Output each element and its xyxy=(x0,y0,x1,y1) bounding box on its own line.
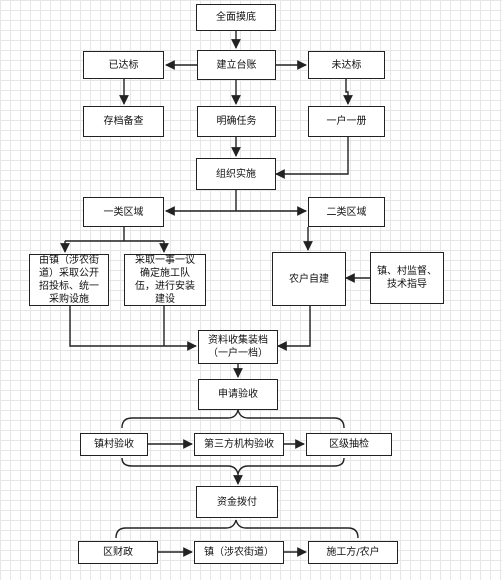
node-archive-collection-label: 资料收集装档 （一户一档） xyxy=(208,335,268,359)
node-zone2[interactable]: 二类区域 xyxy=(308,197,385,227)
node-district-finance[interactable]: 区财政 xyxy=(78,541,158,564)
node-fund-allocation[interactable]: 资金拨付 xyxy=(196,486,278,518)
node-third-party-acceptance[interactable]: 第三方机构验收 xyxy=(194,433,284,456)
node-clarify-task[interactable]: 明确任务 xyxy=(197,106,276,137)
node-survey-label: 全面摸底 xyxy=(216,12,256,23)
node-supervision[interactable]: 镇、村监督、 技术指导 xyxy=(370,252,444,304)
node-one-matter-one-discussion-label: 采取一事一议 确定施工队 伍，进行安装 建设 xyxy=(135,255,195,305)
node-self-build[interactable]: 农户自建 xyxy=(272,252,346,306)
node-one-household-one-book[interactable]: 一户一册 xyxy=(308,106,385,137)
node-fund-allocation-label: 资金拨付 xyxy=(217,496,257,508)
node-builder-farmer[interactable]: 施工方/农户 xyxy=(308,541,398,564)
node-ledger[interactable]: 建立台账 xyxy=(197,50,276,80)
node-archive-label: 存档备查 xyxy=(103,116,144,127)
node-town-procurement-label: 由镇（涉农街 道）采取公开 招投标、统一 采购设施 xyxy=(39,255,99,305)
node-self-build-label: 农户自建 xyxy=(289,273,329,285)
node-zone2-label: 二类区域 xyxy=(326,206,367,218)
node-zone1-label: 一类区域 xyxy=(103,206,144,218)
node-district-finance-label: 区财政 xyxy=(103,547,133,558)
node-zone1[interactable]: 一类区域 xyxy=(83,197,164,227)
node-reached-label: 已达标 xyxy=(108,59,139,71)
node-organize-label: 组织实施 xyxy=(216,168,256,180)
node-town-village-acceptance-label: 镇村验收 xyxy=(94,439,134,450)
node-archive-collection[interactable]: 资料收集装档 （一户一档） xyxy=(198,330,278,364)
node-organize[interactable]: 组织实施 xyxy=(196,158,276,190)
node-not-reached-label: 未达标 xyxy=(331,59,362,71)
node-district-spot-check[interactable]: 区级抽检 xyxy=(306,433,392,456)
node-town-village-acceptance[interactable]: 镇村验收 xyxy=(80,433,148,456)
node-one-matter-one-discussion[interactable]: 采取一事一议 确定施工队 伍，进行安装 建设 xyxy=(124,254,206,306)
node-reached[interactable]: 已达标 xyxy=(83,51,164,79)
node-town-street-label: 镇（涉农街道） xyxy=(204,547,274,558)
node-ledger-label: 建立台账 xyxy=(216,59,257,71)
node-one-household-one-book-label: 一户一册 xyxy=(326,116,367,127)
node-not-reached[interactable]: 未达标 xyxy=(308,51,385,79)
node-builder-farmer-label: 施工方/农户 xyxy=(326,547,380,558)
node-district-spot-check-label: 区级抽检 xyxy=(329,439,369,450)
node-supervision-label: 镇、村监督、 技术指导 xyxy=(377,266,437,290)
node-archive[interactable]: 存档备查 xyxy=(83,106,164,137)
node-clarify-task-label: 明确任务 xyxy=(216,116,257,127)
node-survey[interactable]: 全面摸底 xyxy=(196,4,276,31)
node-town-street[interactable]: 镇（涉农街道） xyxy=(194,541,284,564)
node-town-procurement[interactable]: 由镇（涉农街 道）采取公开 招投标、统一 采购设施 xyxy=(29,254,109,306)
node-apply-acceptance-label: 申请验收 xyxy=(218,389,258,400)
node-apply-acceptance[interactable]: 申请验收 xyxy=(198,379,278,410)
node-third-party-acceptance-label: 第三方机构验收 xyxy=(204,439,274,450)
